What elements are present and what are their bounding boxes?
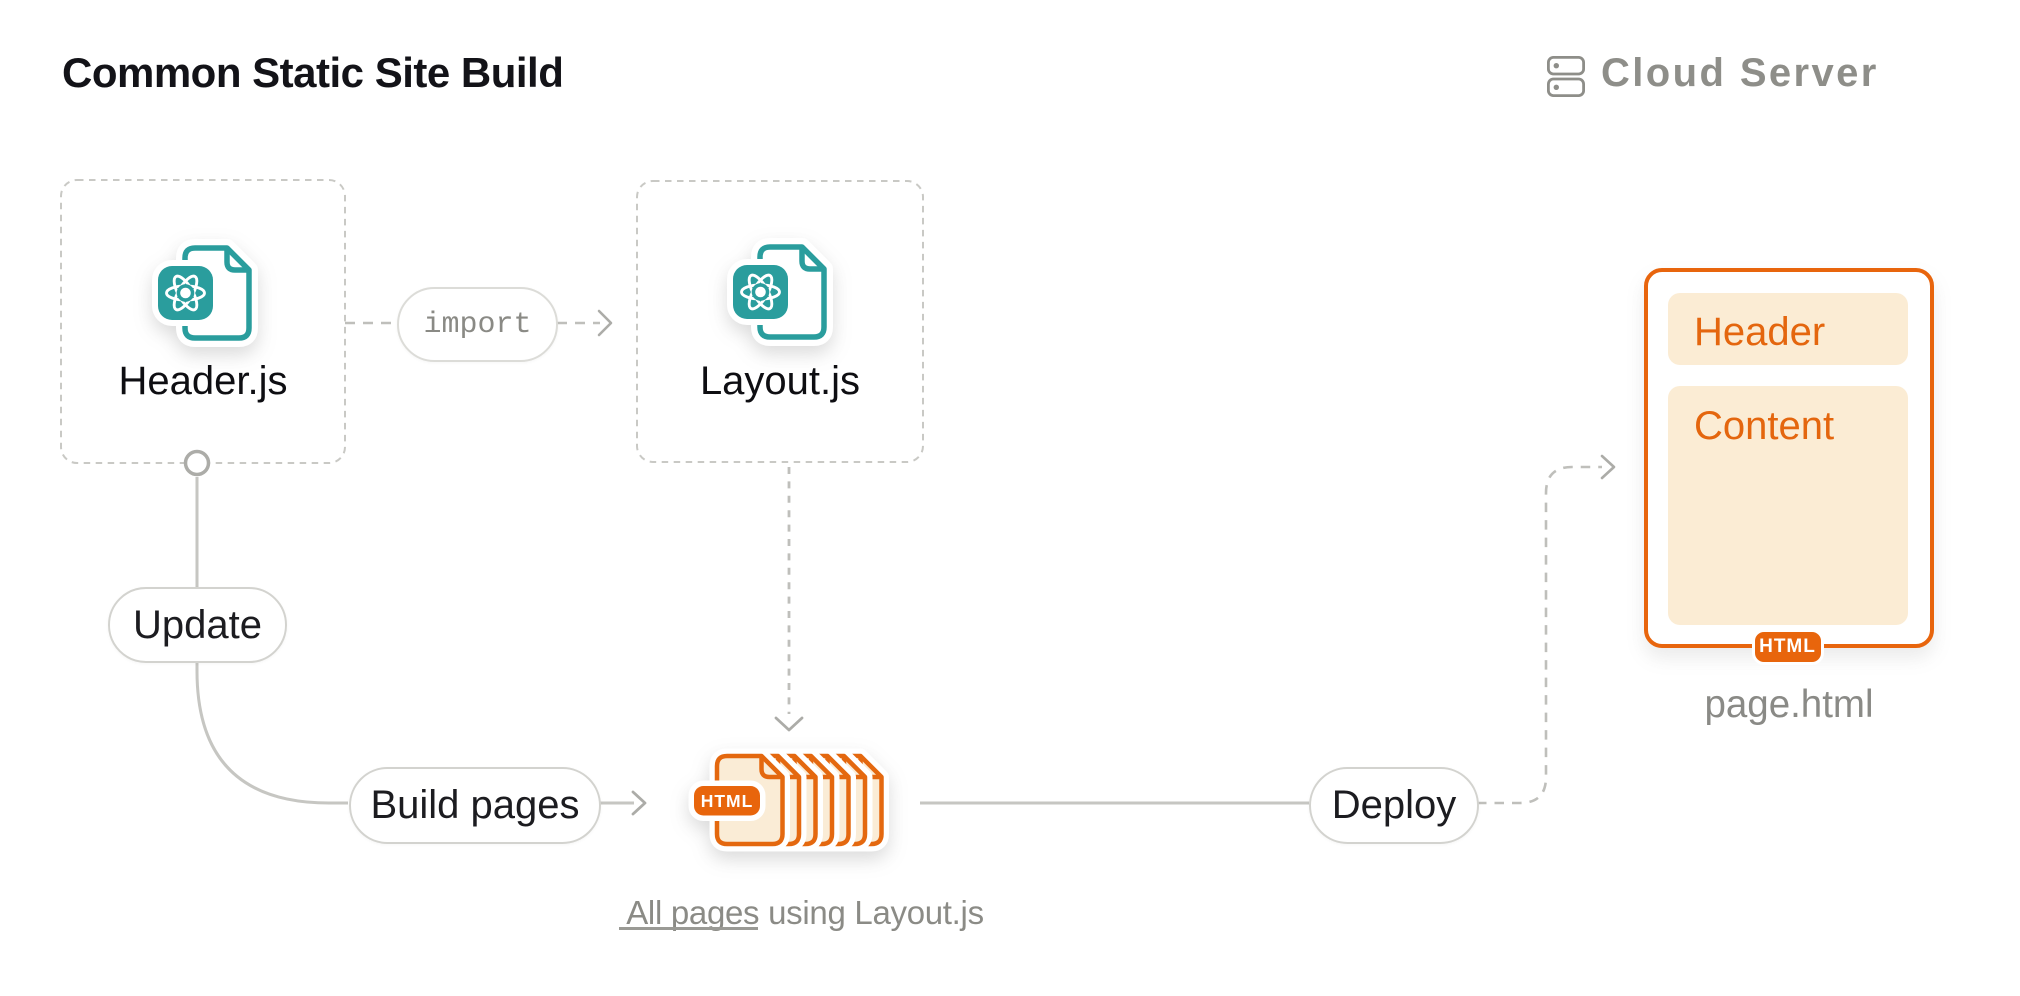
svg-text:HTML: HTML	[701, 791, 754, 811]
